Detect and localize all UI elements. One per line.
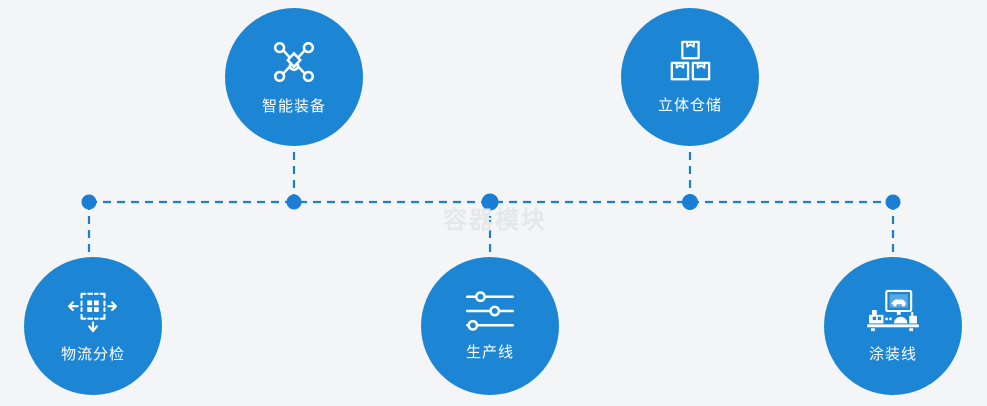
network-nodes-icon <box>271 39 317 85</box>
junction-equipment[interactable] <box>286 194 302 210</box>
node-painting-line[interactable]: 涂装线 <box>824 257 962 395</box>
sliders-icon <box>465 290 515 331</box>
junction-production[interactable] <box>481 193 499 211</box>
junction-logistics[interactable] <box>81 194 97 210</box>
node-stereoscopic-warehouse[interactable]: 立体仓储 <box>621 8 759 146</box>
junction-painting[interactable] <box>885 194 901 210</box>
node-production-line[interactable]: 生产线 <box>421 257 559 395</box>
node-label-painting-line: 涂装线 <box>868 345 917 363</box>
node-label-stereoscopic-warehouse: 立体仓储 <box>657 96 722 114</box>
node-logistics-sorting[interactable]: 物流分检 <box>24 257 162 395</box>
junction-warehouse[interactable] <box>682 194 698 210</box>
node-label-production-line: 生产线 <box>465 343 514 361</box>
node-intelligent-equipment[interactable]: 智能装备 <box>225 8 363 146</box>
node-label-intelligent-equipment: 智能装备 <box>261 97 326 115</box>
sorting-arrows-icon <box>68 289 118 333</box>
node-label-logistics-sorting: 物流分检 <box>60 345 125 363</box>
paint-booth-icon <box>867 289 919 333</box>
stacked-boxes-icon <box>667 40 713 84</box>
